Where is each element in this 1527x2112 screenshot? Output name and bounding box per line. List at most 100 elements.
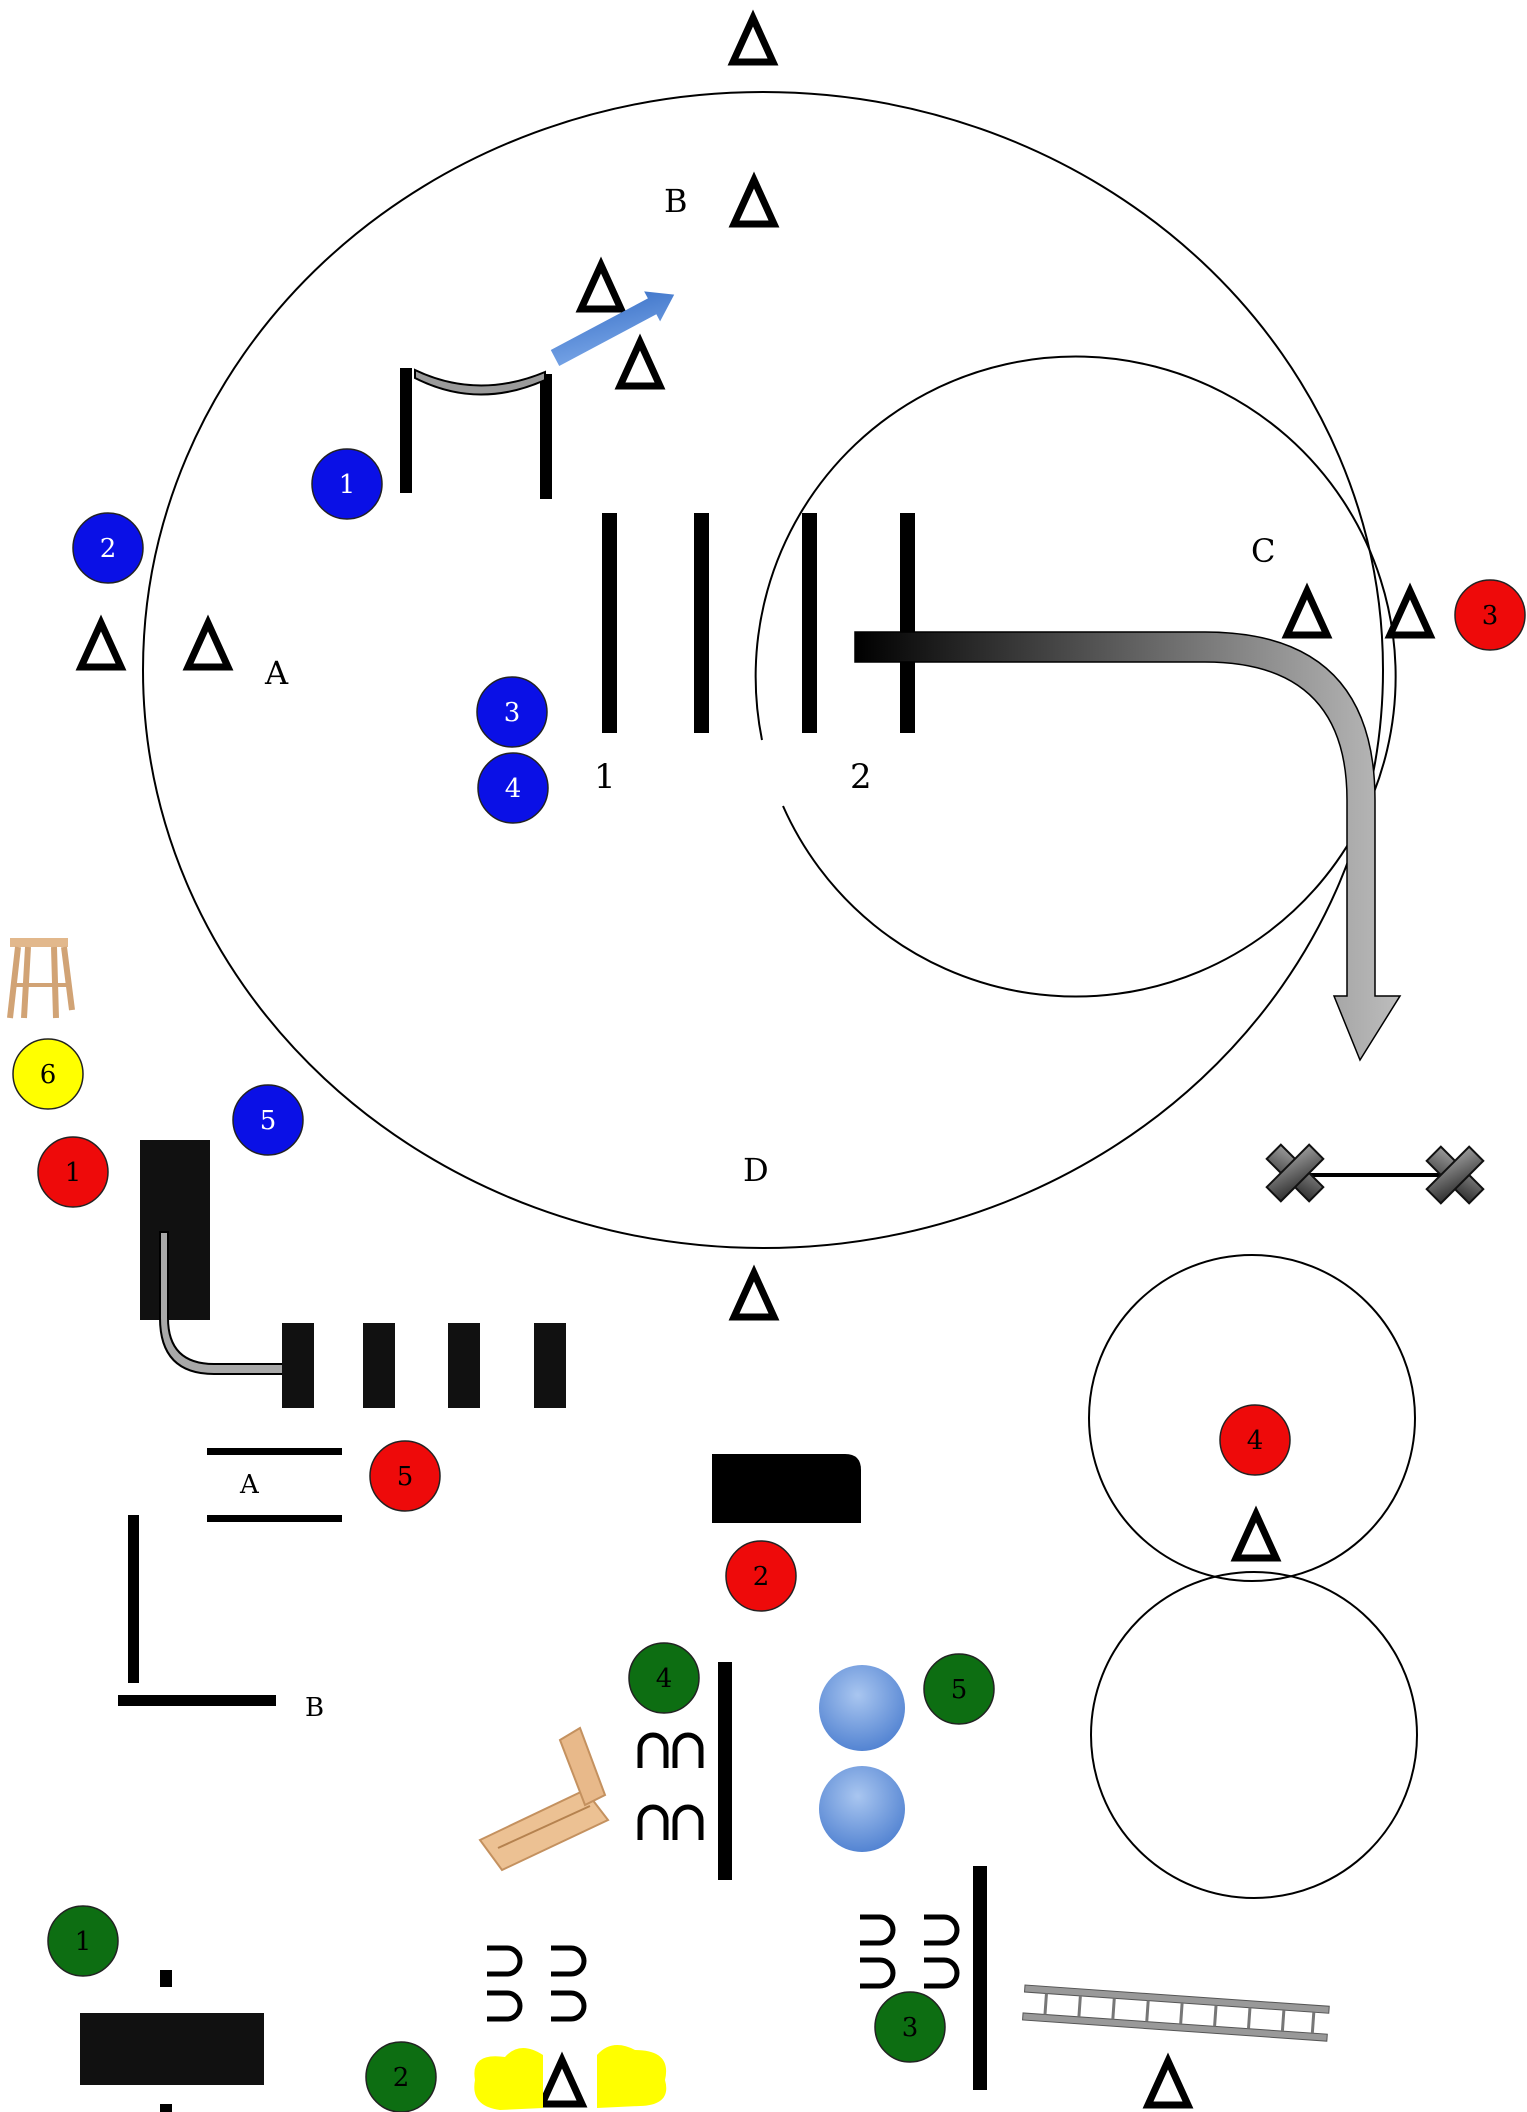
label-d-outer: D — [743, 1151, 769, 1189]
pole-green-3 — [973, 1866, 987, 2090]
ladder-icon — [1022, 1984, 1330, 2042]
ground-pole-3 — [802, 513, 817, 733]
red-marker-1: 1 — [37, 1136, 109, 1208]
block-4 — [534, 1323, 566, 1408]
red-marker-circle — [369, 1440, 441, 1512]
green-marker-circle — [628, 1642, 700, 1714]
green-marker-2: 2 — [365, 2041, 437, 2112]
horseshoe-icon — [551, 1945, 587, 1977]
horseshoe-icon — [487, 1945, 523, 1977]
red-marker-circle — [1219, 1404, 1291, 1476]
small-square-marker — [160, 1970, 172, 1987]
green-marker-number: 1 — [75, 1927, 92, 1957]
horseshoe-icon — [924, 1957, 960, 1989]
green-marker-number: 5 — [951, 1675, 968, 1705]
blue-marker-circle — [311, 448, 383, 520]
horseshoe-icon — [487, 1990, 523, 2022]
blue-marker-3: 3 — [476, 676, 548, 748]
cone-triangle-icon — [581, 265, 621, 309]
pole-green-4 — [718, 1662, 732, 1880]
green-marker-1: 1 — [47, 1905, 119, 1977]
cone-triangle-icon — [734, 180, 774, 224]
label-corridor-b: B — [305, 1693, 324, 1723]
cone-triangle-icon — [542, 2060, 582, 2104]
cone-triangle-icon — [188, 623, 228, 667]
label-pole-1: 1 — [594, 757, 616, 797]
blue-marker-number: 5 — [260, 1106, 277, 1136]
red-marker-number: 2 — [753, 1562, 770, 1592]
blue-marker-number: 3 — [504, 698, 521, 728]
green-marker-number: 3 — [902, 2013, 919, 2043]
horseshoe-group-1 — [637, 1732, 704, 1840]
horseshoe-icon — [924, 1914, 960, 1946]
horseshoe-group-3 — [860, 1914, 960, 1989]
outer-arena-circle — [142, 91, 1384, 1249]
horseshoe-icon — [637, 1732, 669, 1768]
ground-pole-4 — [900, 513, 915, 733]
green-marker-circle — [365, 2041, 437, 2112]
blue-marker-5: 5 — [232, 1084, 304, 1156]
red-marker-number: 5 — [397, 1462, 414, 1492]
cone-triangle-icon — [81, 623, 121, 667]
upper-small-circle — [1088, 1254, 1416, 1582]
label-c-outer: C — [1251, 532, 1275, 570]
red-marker-3: 3 — [1454, 579, 1526, 651]
red-marker-5: 5 — [369, 1440, 441, 1512]
red-marker-2: 2 — [725, 1540, 797, 1612]
horseshoe-group-2 — [487, 1945, 587, 2022]
horseshoe-icon — [860, 1914, 896, 1946]
red-marker-circle — [1454, 579, 1526, 651]
green-marker-4: 4 — [628, 1642, 700, 1714]
blue-marker-circle — [72, 512, 144, 584]
small-square-marker-bottom — [160, 2104, 172, 2112]
cross-icon — [1265, 1143, 1485, 1205]
corridor-b-vertical — [128, 1515, 139, 1683]
direction-arrow-blue — [550, 291, 675, 366]
red-marker-number: 1 — [65, 1158, 82, 1188]
horseshoe-icon — [637, 1804, 669, 1840]
block-3 — [448, 1323, 480, 1408]
tarp-small — [80, 2013, 264, 2085]
cone-triangle-icon — [1287, 591, 1327, 635]
puddle-icon — [474, 2045, 667, 2110]
gate-post-right — [540, 374, 552, 499]
green-marker-3: 3 — [874, 1991, 946, 2063]
cone-triangle-icon — [620, 342, 660, 386]
black-box-obstacle — [712, 1454, 861, 1523]
green-marker-circle — [874, 1991, 946, 2063]
big-curved-arrow — [854, 631, 1402, 1062]
blue-marker-circle — [477, 752, 549, 824]
inner-loop-circle — [754, 355, 1397, 998]
green-marker-circle — [47, 1905, 119, 1977]
blue-marker-number: 2 — [100, 534, 117, 564]
cone-triangle-icon — [1236, 1514, 1276, 1558]
blue-marker-circle — [476, 676, 548, 748]
red-marker-circle — [37, 1136, 109, 1208]
ground-pole-1 — [602, 513, 617, 733]
blue-marker-number: 1 — [339, 470, 356, 500]
green-marker-number: 2 — [393, 2063, 410, 2093]
sawhorse-icon — [7, 938, 75, 1019]
red-marker-number: 4 — [1247, 1426, 1264, 1456]
gate-rope — [414, 368, 546, 396]
horseshoe-icon — [672, 1804, 704, 1840]
yellow-marker-6: 6 — [12, 1038, 84, 1110]
horseshoe-icon — [860, 1957, 896, 1989]
horseshoe-icon — [551, 1990, 587, 2022]
block-1 — [282, 1323, 314, 1408]
red-marker-4: 4 — [1219, 1404, 1291, 1476]
cone-triangle-icon — [1390, 591, 1430, 635]
corridor-b-horizontal — [118, 1695, 276, 1706]
block-2 — [363, 1323, 395, 1408]
red-marker-number: 3 — [1482, 601, 1499, 631]
blue-marker-1: 1 — [311, 448, 383, 520]
yellow-marker-circle — [12, 1038, 84, 1110]
lower-small-circle — [1090, 1571, 1418, 1899]
label-b-outer: B — [664, 182, 688, 220]
gate-post-left — [400, 368, 412, 493]
ground-pole-2 — [694, 513, 709, 733]
cone-triangle-icon — [733, 18, 773, 62]
corridor-a-top — [207, 1448, 342, 1455]
blue-ball-bottom — [819, 1766, 905, 1852]
